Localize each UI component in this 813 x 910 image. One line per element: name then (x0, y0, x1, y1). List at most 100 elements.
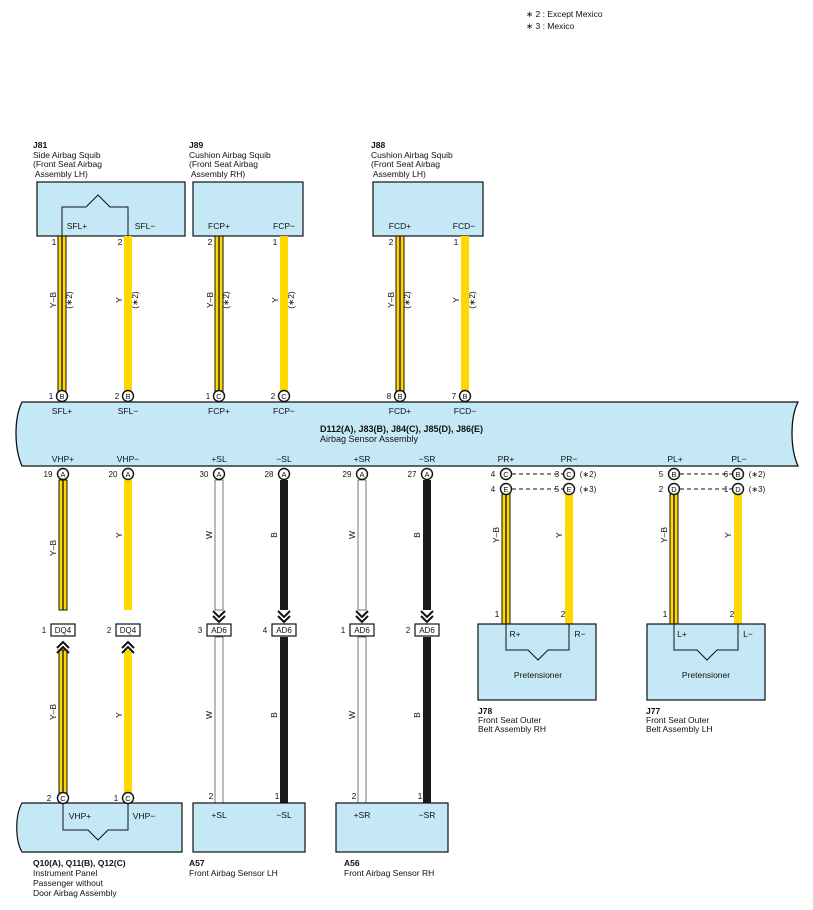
wire-vhp-minus-upper (124, 480, 132, 610)
a57-pin-plus-sl: +SL (211, 810, 227, 820)
ecu-pin-fcd-minus: FCD− (454, 406, 476, 416)
j88-name-line1: Cushion Airbag Squib (371, 150, 453, 160)
svg-text:1: 1 (341, 626, 346, 635)
wire-color-vhp-plus-lower: Y–B (48, 704, 58, 720)
sensor-wires (214, 479, 431, 804)
j81-squib-symbol (61, 194, 129, 236)
svg-text:1: 1 (206, 392, 211, 401)
wire-color-minus-sr-lower: B (412, 712, 422, 718)
svg-text:AD6: AD6 (354, 626, 370, 635)
component-j81 (36, 181, 186, 237)
svg-text:2: 2 (115, 392, 120, 401)
wire-color-sfl-minus: Y (114, 297, 124, 303)
component-a57: 2 1 +SL −SL (192, 791, 306, 853)
a56-pin-minus-sr: −SR (419, 810, 436, 820)
svg-text:2: 2 (561, 609, 566, 619)
j89-pin-fcp-minus: FCP− (273, 221, 295, 231)
q10-box (16, 802, 183, 853)
svg-text:A: A (359, 470, 364, 479)
ecu-pin-minus-sr: −SR (419, 454, 436, 464)
svg-text:1: 1 (49, 392, 54, 401)
svg-text:4: 4 (491, 485, 496, 494)
svg-text:4: 4 (491, 470, 496, 479)
wire-color-fcd-plus: Y–B (386, 292, 396, 308)
junction-dq4: DQ4 1 DQ4 2 (42, 609, 141, 654)
ecu-pin-pr-plus: PR+ (498, 454, 515, 464)
j89-id: J89 (189, 140, 203, 150)
ecu-pin-minus-sl: −SL (276, 454, 292, 464)
svg-text:A: A (424, 470, 429, 479)
svg-text:(∗2): (∗2) (580, 470, 597, 479)
wire-note-fcp-plus: (∗2) (221, 291, 231, 309)
j89-pin-2: 2 (208, 237, 213, 247)
component-a56: 2 1 +SR −SR (335, 791, 449, 853)
ecu-pin-vhp-minus: VHP− (117, 454, 139, 464)
ecu-title: D112(A), J83(B), J84(C), J85(D), J86(E) (320, 424, 483, 434)
svg-text:C: C (125, 794, 131, 803)
ecu-connector-d-pin2 (667, 482, 681, 496)
wire-color-plus-sl: W (204, 531, 214, 539)
svg-text:C: C (281, 392, 287, 401)
svg-text:2: 2 (730, 609, 735, 619)
ecu-connector-a-pin29 (355, 467, 369, 481)
a57-name: Front Airbag Sensor LH (189, 868, 278, 878)
dq4-pin2-box (115, 623, 141, 637)
svg-text:4: 4 (263, 626, 268, 635)
j81-name-line3: Assembly LH) (33, 169, 88, 179)
ecu-pin-vhp-plus: VHP+ (52, 454, 74, 464)
component-j77: 1 2 L+ L− Pretensioner (646, 609, 766, 701)
ecu-connector-d-pin1 (731, 482, 745, 496)
j88-pin-fcd-minus: FCD− (453, 221, 475, 231)
svg-text:1: 1 (495, 609, 500, 619)
ad6-pin2-box (414, 623, 440, 637)
wire-color-pl-minus: Y (723, 532, 733, 538)
j88-pin-2: 2 (389, 237, 394, 247)
j77-pin-l-plus: L+ (677, 629, 687, 639)
component-j78: 1 2 R+ R− Pretensioner (477, 609, 597, 701)
svg-text:C: C (566, 470, 572, 479)
svg-text:C: C (216, 392, 222, 401)
svg-text:3: 3 (198, 626, 203, 635)
j88-pin-1: 1 (454, 237, 459, 247)
svg-text:DQ4: DQ4 (55, 626, 72, 635)
component-j89-box (192, 181, 304, 237)
svg-text:5: 5 (555, 485, 560, 494)
wire-plus-sl-upper (214, 479, 224, 611)
q10-name-line1: Instrument Panel (33, 868, 97, 878)
j81-pin-sfl-minus: SFL− (135, 221, 156, 231)
svg-text:AD6: AD6 (211, 626, 227, 635)
q10-pin-vhp-minus: VHP− (133, 811, 155, 821)
svg-text:2: 2 (271, 392, 276, 401)
ecu-pin-pr-minus: PR− (561, 454, 578, 464)
a57-box (192, 802, 306, 853)
svg-text:DQ4: DQ4 (120, 626, 137, 635)
ecu-pin-fcp-plus: FCP+ (208, 406, 230, 416)
j77-pretensioner-symbol (673, 624, 739, 661)
ecu-box (15, 401, 800, 467)
j77-pin-l-minus: L− (743, 629, 753, 639)
svg-text:28: 28 (265, 470, 274, 479)
wire-color-pr-plus: Y–B (491, 527, 501, 543)
wire-pr-minus (565, 494, 573, 624)
j89-pin-1: 1 (273, 237, 278, 247)
wire-color-fcd-minus: Y (451, 297, 461, 303)
j78-name-line2: Belt Assembly RH (478, 724, 546, 734)
svg-text:2: 2 (659, 485, 664, 494)
wire-color-plus-sl-lower: W (204, 711, 214, 719)
ecu-pin-plus-sl: +SL (211, 454, 227, 464)
ecu-connector-e-pin4 (499, 482, 513, 496)
j88-id: J88 (371, 140, 385, 150)
j77-box (646, 623, 766, 701)
svg-text:1: 1 (724, 485, 729, 494)
ecu-pin-sfl-plus: SFL+ (52, 406, 73, 416)
j77-name-line2: Belt Assembly LH (646, 724, 713, 734)
svg-text:1: 1 (114, 794, 119, 803)
j77-label: Pretensioner (682, 670, 730, 680)
q10-name-line3: Door Airbag Assembly (33, 888, 117, 898)
wire-minus-sl-upper (280, 480, 288, 610)
svg-text:C: C (60, 794, 66, 803)
ecu-name: Airbag Sensor Assembly (320, 434, 419, 444)
wire-note-sfl-minus: (∗2) (130, 291, 140, 309)
a56-name: Front Airbag Sensor RH (344, 868, 434, 878)
